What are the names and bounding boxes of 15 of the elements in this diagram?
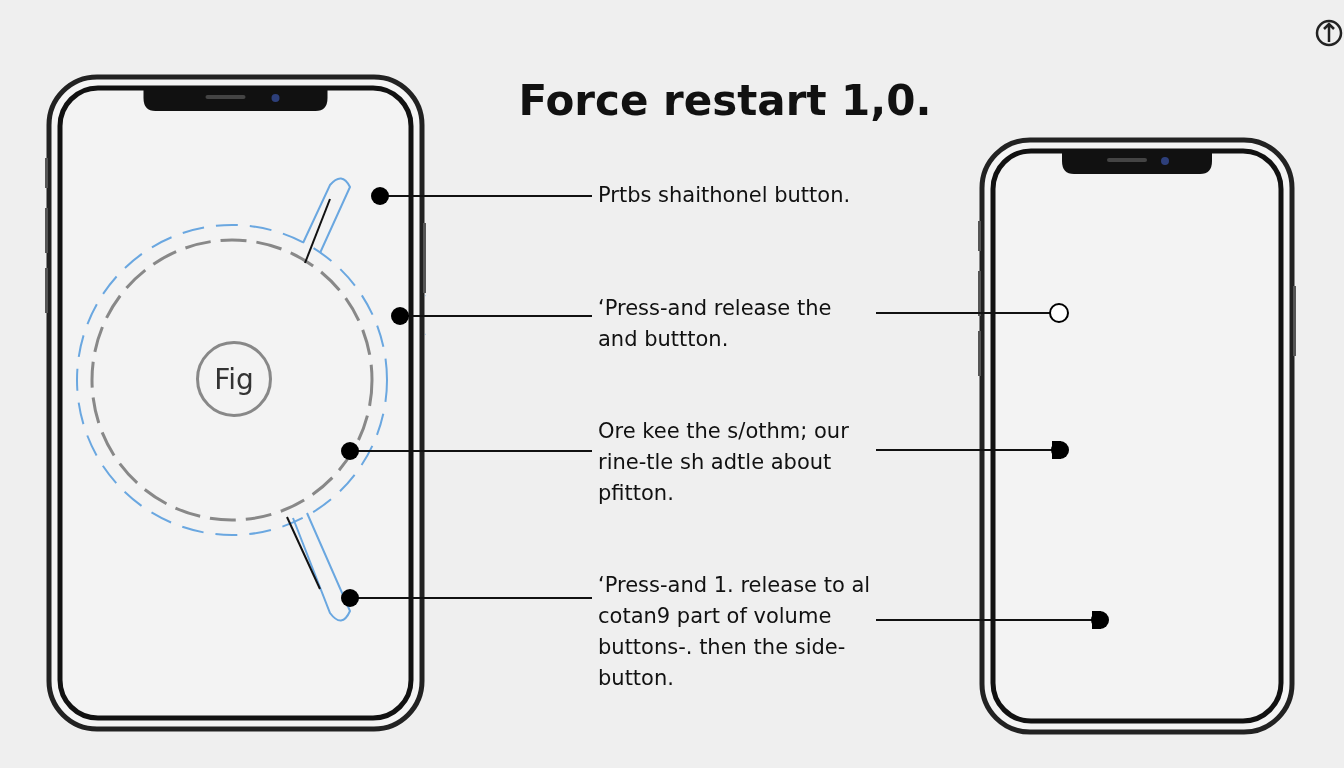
instruction-text: ‘Press-and 1. release to al cotan9 part of volume buttons-. then the side-button. xyxy=(592,570,872,698)
instruction-text: Ore kee the s/othm; our rine-tle sh adtle about pfitton. xyxy=(592,416,872,512)
leader-line xyxy=(875,441,1069,459)
fig-label: Fig xyxy=(196,341,272,417)
phone-drawing xyxy=(45,73,426,733)
leader-line xyxy=(875,611,1109,629)
leader-line xyxy=(371,187,593,205)
leader-line xyxy=(341,442,593,460)
leader-line xyxy=(341,589,593,607)
leader-line xyxy=(875,303,1069,323)
instruction-text: Prtbs shaithonel button. xyxy=(592,180,872,214)
leader-line xyxy=(391,307,593,325)
title: Force restart 1,0. xyxy=(517,76,933,125)
instruction-text: ‘Press-and release the and buttton. xyxy=(592,293,872,357)
phone-drawing xyxy=(978,136,1296,736)
